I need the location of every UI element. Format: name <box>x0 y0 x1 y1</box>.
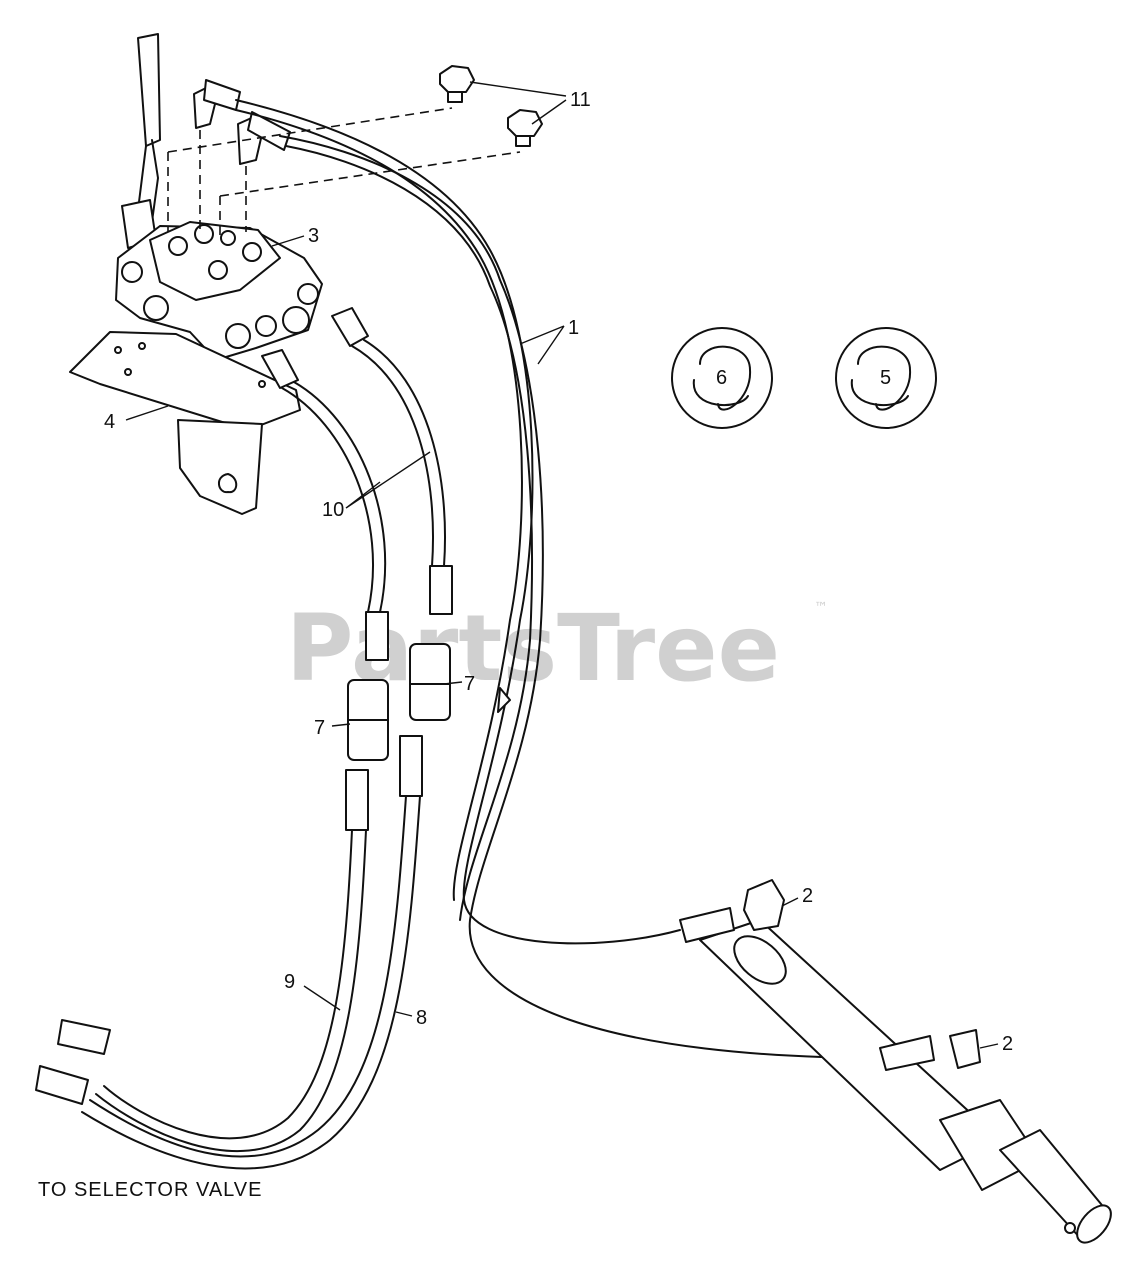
plug-fittings <box>439 65 543 147</box>
alignment-line <box>219 151 521 197</box>
leader-line <box>125 405 169 421</box>
cable-tie-5 <box>835 327 937 429</box>
leader-line <box>469 81 567 125</box>
cable-tie-6 <box>671 327 773 429</box>
mounting-bracket <box>69 331 301 515</box>
hose-end-fitting <box>399 735 423 797</box>
cable-tie-circle <box>835 327 937 429</box>
callout-5: 5 <box>880 367 891 389</box>
leader-line <box>271 235 305 247</box>
plug-fitting <box>507 109 543 137</box>
valve-side-bolt <box>121 261 143 283</box>
leader-line <box>781 897 799 907</box>
leader-line <box>395 1011 413 1017</box>
cable-tie-circle <box>671 327 773 429</box>
bracket-hole <box>138 342 146 350</box>
valve-work-port <box>225 323 251 349</box>
valve-bolt <box>168 236 188 256</box>
bracket-tab <box>177 419 263 515</box>
bracket-keyhole <box>218 473 238 494</box>
hose-end-fitting <box>35 1065 89 1105</box>
hydraulic-hoses-8-9 <box>35 735 423 1170</box>
bracket-hole <box>114 346 122 354</box>
hose-end-fitting <box>345 769 369 831</box>
valve-port <box>194 224 214 244</box>
hose-end-fitting <box>879 1035 935 1071</box>
control-valve-assembly <box>115 33 323 361</box>
watermark-trademark: ™ <box>814 600 828 616</box>
hose-end-fitting <box>57 1019 111 1055</box>
elbow-fitting <box>743 879 785 931</box>
valve-bolt <box>242 242 262 262</box>
valve-elbow-fittings <box>193 79 291 165</box>
callout-6: 6 <box>716 367 727 389</box>
valve-work-port <box>255 315 277 337</box>
leader-line <box>979 1043 999 1049</box>
hydraulic-hoses-10 <box>261 307 453 661</box>
elbow-fittings-2 <box>743 879 981 1069</box>
plug-thread <box>447 91 463 103</box>
caption-to-selector-valve: TO SELECTOR VALVE <box>38 1179 262 1201</box>
callout-7: 7 <box>314 717 325 739</box>
callout-9: 9 <box>284 971 295 993</box>
plug-thread <box>515 135 531 147</box>
hose-end-fitting <box>247 111 291 151</box>
callout-1: 1 <box>568 317 579 339</box>
bracket-hole <box>124 368 132 376</box>
hose-clamp <box>497 687 511 713</box>
hose-end-fitting <box>679 907 735 943</box>
quick-coupler <box>409 643 451 721</box>
bracket-plate <box>69 331 301 431</box>
hydraulic-hoses-1 <box>235 99 901 1060</box>
valve-spool-cap <box>282 306 310 334</box>
bracket-hole <box>258 380 266 388</box>
valve-bolt <box>208 260 228 280</box>
valve-lever-handle <box>137 33 161 147</box>
quick-couplers <box>347 643 451 761</box>
leader-line <box>519 325 565 365</box>
callout-8: 8 <box>416 1007 427 1029</box>
valve-port <box>220 230 236 246</box>
cylinder-rod-end <box>1076 1204 1112 1244</box>
callout-2: 2 <box>802 885 813 907</box>
hose-end-fitting <box>261 349 299 389</box>
elbow-fitting <box>949 1029 981 1069</box>
hose-end-fitting <box>331 307 369 347</box>
hose-end-fitting <box>429 565 453 615</box>
valve-work-port <box>297 283 319 305</box>
callout-10: 10 <box>322 499 344 521</box>
plug-fitting <box>439 65 475 93</box>
cylinder-end <box>733 935 787 985</box>
cylinder-pin-hole <box>1064 1222 1076 1234</box>
valve-spool-cap <box>143 295 169 321</box>
callout-7: 7 <box>464 673 475 695</box>
leader-line <box>303 985 341 1011</box>
leader-line <box>345 451 431 509</box>
callout-4: 4 <box>104 411 115 433</box>
callout-11: 11 <box>570 89 591 111</box>
hydraulic-cylinder <box>699 919 1112 1244</box>
alignment-line <box>167 107 453 153</box>
leader-line <box>443 681 463 685</box>
callout-3: 3 <box>308 225 319 247</box>
leader-line <box>331 723 351 727</box>
hose-end-fitting <box>365 611 389 661</box>
callout-2: 2 <box>1002 1033 1013 1055</box>
